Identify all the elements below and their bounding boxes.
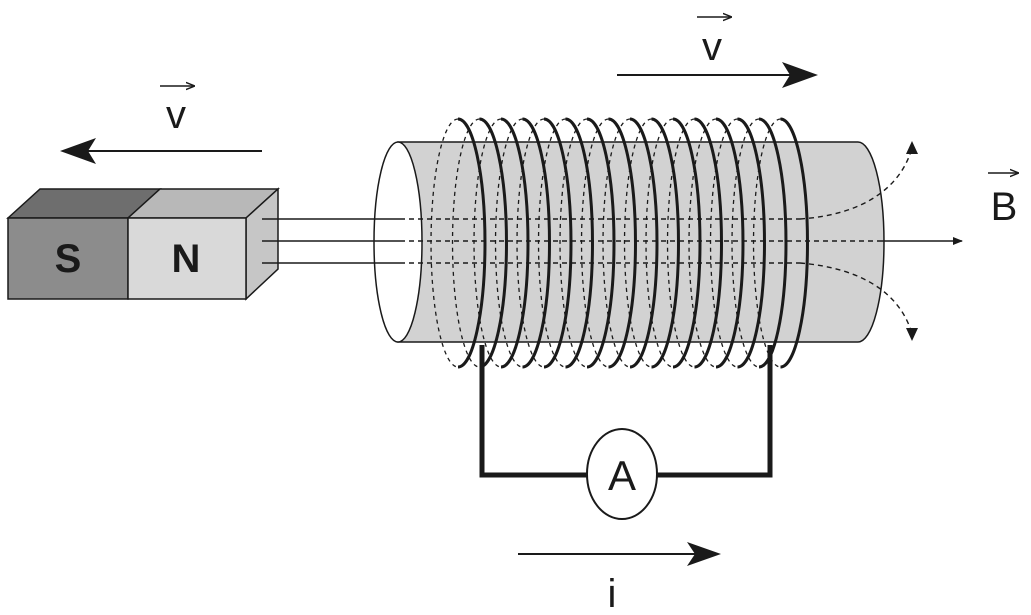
coil-turn-back [666,118,695,368]
bar-magnet: S N [6,187,280,301]
coil-turn-back [709,118,738,368]
coil-turn-back [688,118,717,368]
coil-turn-back [516,118,545,368]
field-label-text: B [991,185,1018,229]
coil-turn [608,117,637,369]
coil-turn [500,117,530,369]
coil-turn [565,117,594,369]
magnet-north-label: N [172,237,201,281]
magnet-field-lines [262,147,913,335]
magnet-velocity-text: v [166,93,186,137]
coil-velocity-arrow [617,62,818,88]
coil-turn-back [537,118,566,368]
field-label: B [988,173,1018,229]
coil-turn [479,117,508,369]
field-line-arrowheads [906,141,918,341]
coil-turn-back [623,118,652,368]
coil-turn-back [473,118,502,368]
coil-turn [780,117,809,369]
coil-turn [651,117,680,369]
magnet-north-pole [127,217,247,300]
ammeter-label: A [608,452,636,499]
cylinder-left-end [373,141,423,343]
coil-turn [457,117,487,369]
coil-turn-back [559,118,588,368]
coil-turn [543,117,573,369]
coil-windings [457,117,809,369]
magnet-velocity-label: v [160,86,194,137]
coil-turn-back [430,118,459,368]
current-arrow [518,542,721,566]
coil-turn-back [580,118,609,368]
coil-turn [629,117,659,369]
coil-turn-back [602,118,631,368]
coil-turn-back [451,118,480,368]
magnet-velocity-arrow [60,138,262,164]
coil-velocity-text: v [702,25,722,69]
ammeter: A [586,428,658,520]
coil-turn-back [494,118,523,368]
coil-velocity-label: v [697,17,731,69]
coil-turn [694,117,723,369]
coil-turn-back [645,118,674,368]
coil-turn-back [731,118,760,368]
coil-turn [522,117,551,369]
coil-windings-back [430,118,781,368]
coil-turn [737,117,766,369]
magnet-south-label: S [55,237,82,281]
circuit-wire [479,345,773,478]
coil-turn [672,117,702,369]
coil-turn [586,117,616,369]
current-label: i [608,572,617,615]
coil-turn [715,117,745,369]
